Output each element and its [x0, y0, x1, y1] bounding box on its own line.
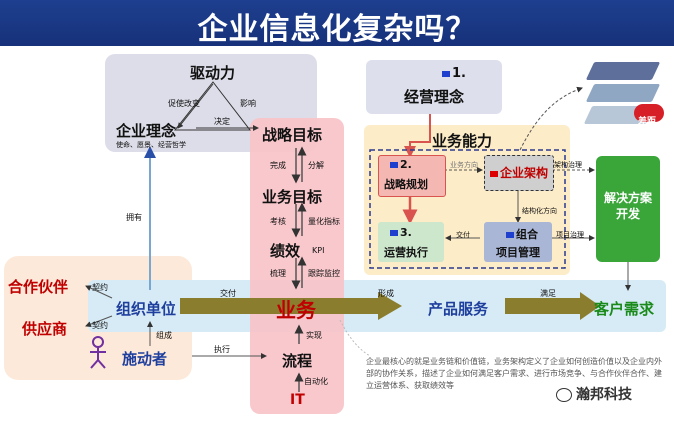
watermark-text: 瀚邦科技	[556, 384, 632, 404]
supplier-label: 供应商	[22, 320, 68, 338]
business-goal-label: 业务目标	[262, 188, 323, 206]
strategy-plan-box	[378, 155, 446, 197]
track-label: 跟踪监控	[308, 269, 340, 278]
capability-dashed-box	[369, 149, 566, 269]
driving-triangle	[173, 81, 252, 131]
gap-label: 差距	[638, 117, 657, 127]
enterprise-concept-label: 企业理念	[116, 122, 177, 140]
flag-icon	[390, 230, 398, 236]
page-title: 企业信息化复杂吗？	[197, 12, 477, 47]
contract2-label: 契约	[92, 321, 108, 330]
promote-change-label: 促使改变	[168, 99, 200, 108]
solution-label: 解决方案开发	[603, 191, 652, 221]
sort-label: 梳理	[270, 269, 286, 278]
it-label: IT	[290, 392, 305, 408]
actor-icon	[90, 336, 106, 369]
decompose-label: 分解	[308, 161, 324, 170]
org-unit-label: 组织单位	[116, 300, 177, 318]
summary-text: 企业最核心的就是业务链和价值链，业务架构定义了企业如何创造价值以及企业内外部的协…	[366, 357, 662, 390]
deliver-label: 交付	[220, 289, 236, 298]
own-label: 拥有	[126, 213, 142, 222]
ops-exec-box	[378, 222, 444, 262]
wechat-icon	[556, 388, 572, 402]
strategy-plan-num: 2.	[390, 158, 412, 171]
arch-plan-label: 架构治理	[554, 161, 582, 169]
concept-sub-label: 使命、愿景、经营哲学	[116, 141, 186, 149]
combo-label: 组合	[506, 226, 538, 242]
business-label: 业务	[276, 298, 316, 322]
performance-label: 绩效	[270, 242, 301, 260]
solution-box	[596, 156, 660, 262]
product-flow-arrow	[505, 292, 600, 320]
title-bar	[0, 0, 674, 46]
customer-need-label: 客户需求	[594, 300, 655, 318]
business-concept-num: 1.	[442, 66, 466, 81]
ops-exec-label: 运营执行	[384, 246, 428, 259]
enterprise-arch-label: 企业架构	[490, 164, 548, 181]
project-mgmt-box	[484, 222, 552, 262]
flag-icon	[490, 170, 498, 177]
quantify-label: 量化指标	[308, 217, 340, 226]
flag-icon	[506, 232, 514, 238]
flag-icon	[442, 70, 450, 77]
satisfy-label: 满足	[540, 289, 556, 298]
product-service-label: 产品服务	[428, 300, 489, 318]
partner-label: 合作伙伴	[8, 278, 69, 296]
business-concept-label: 经营理念	[404, 88, 465, 106]
gap-illustration	[583, 58, 666, 132]
decide-label: 决定	[214, 117, 230, 126]
actor-label: 施动者	[122, 350, 168, 368]
project-gov-label: 项目治理	[556, 231, 584, 239]
kpi-label: KPI	[312, 246, 325, 255]
form-label: 形成	[378, 289, 394, 298]
compose-label: 组成	[156, 331, 172, 340]
driving-force-label: 驱动力	[190, 64, 236, 82]
influence-label: 影响	[240, 99, 256, 108]
strategy-goal-label: 战略目标	[262, 126, 323, 144]
struct-direction-label: 结构化方向	[522, 207, 557, 215]
implement-label: 实现	[306, 331, 322, 340]
strategy-plan-label: 战略规划	[384, 178, 428, 191]
assess-label: 考核	[270, 217, 286, 226]
flag-icon	[390, 162, 398, 168]
project-mgmt-label: 项目管理	[496, 246, 540, 259]
main-flow-arrow	[180, 292, 402, 320]
contract1-label: 契约	[92, 283, 108, 292]
biz-direction-label: 业务方向	[450, 161, 478, 169]
pink-column	[250, 118, 344, 414]
business-concept-box	[366, 60, 502, 114]
ops-num: 3.	[390, 226, 412, 239]
complete-label: 完成	[270, 161, 286, 170]
process-label: 流程	[282, 352, 313, 370]
execute-label: 执行	[214, 345, 230, 354]
business-capability-label: 业务能力	[432, 132, 493, 150]
automate-label: 自动化	[304, 377, 328, 386]
deliver-small-label: 交付	[456, 231, 470, 239]
